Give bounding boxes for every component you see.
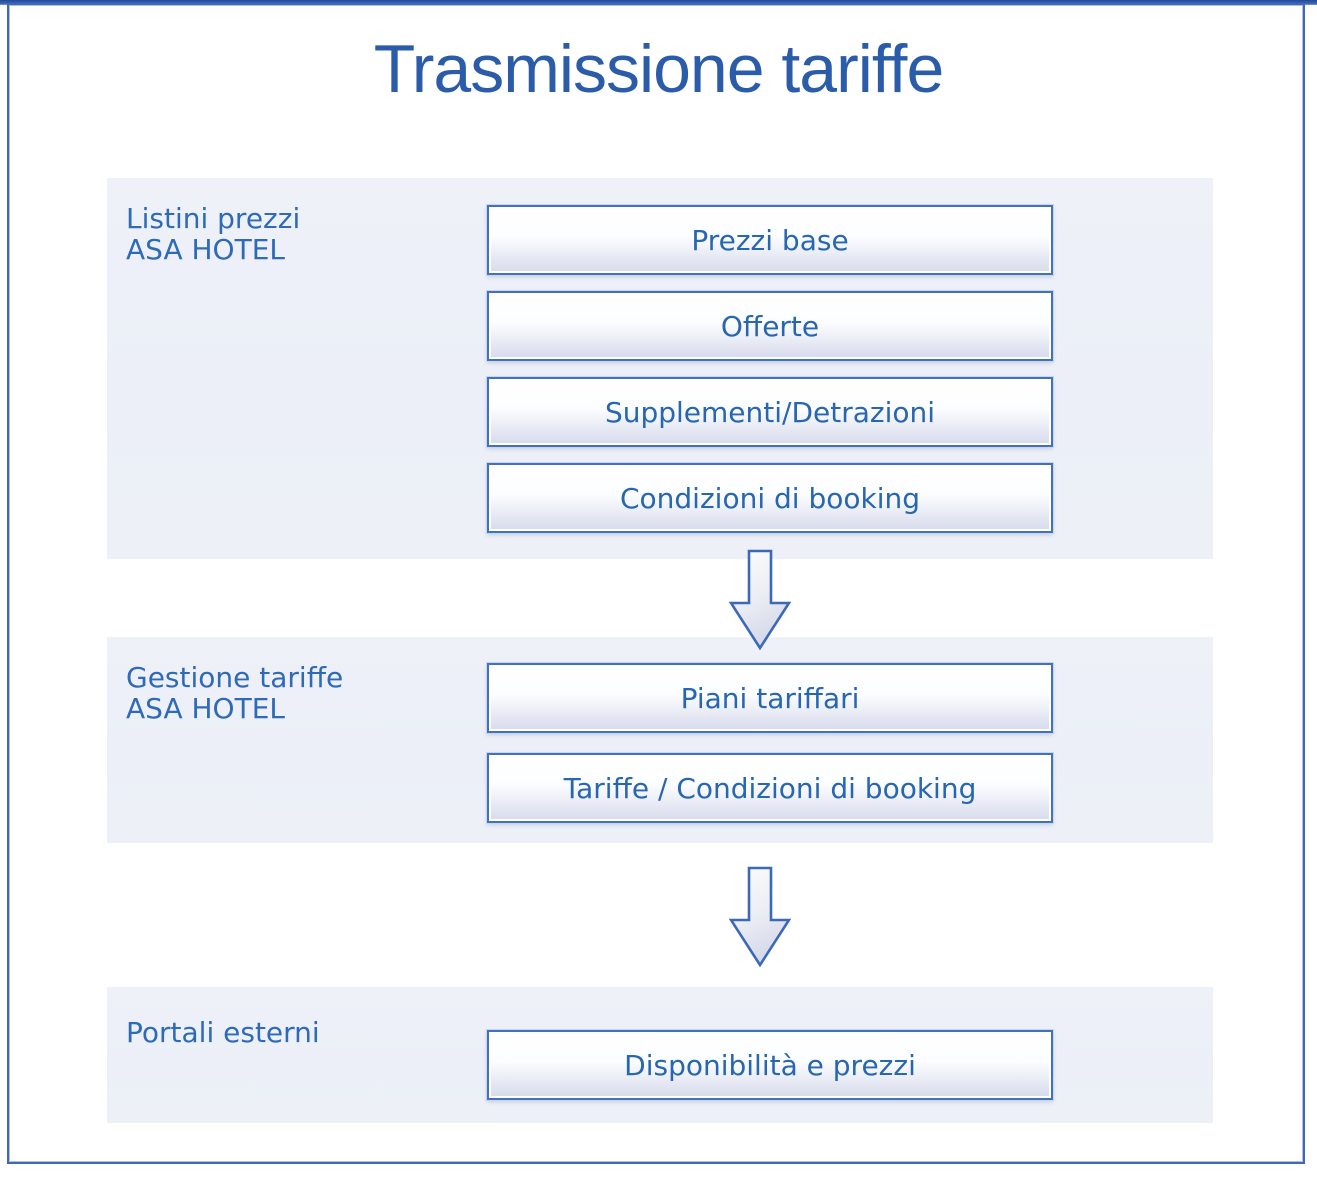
disponibilita-e-prezzi-button[interactable]: Disponibilità e prezzi	[487, 1030, 1053, 1100]
down-arrow-icon	[729, 549, 791, 651]
tariffe-condizioni-booking-button[interactable]: Tariffe / Condizioni di booking	[487, 753, 1053, 823]
page-frame	[7, 3, 1305, 1164]
page-title: Trasmissione tariffe	[373, 31, 945, 107]
down-arrow-icon	[729, 866, 791, 968]
supplementi-detrazioni-button[interactable]: Supplementi/Detrazioni	[487, 377, 1053, 447]
offerte-button[interactable]: Offerte	[487, 291, 1053, 361]
section-portali-esterni: Portali esterni Disponibilità e prezzi	[107, 987, 1213, 1123]
section-listini-prezzi: Listini prezzi ASA HOTEL Prezzi base Off…	[107, 178, 1213, 559]
prezzi-base-button[interactable]: Prezzi base	[487, 205, 1053, 275]
condizioni-di-booking-button[interactable]: Condizioni di booking	[487, 463, 1053, 533]
top-border-strip	[0, 0, 1317, 5]
section-label: Portali esterni	[126, 1016, 320, 1049]
section-label: Gestione tariffe ASA HOTEL	[126, 661, 344, 725]
section-label: Listini prezzi ASA HOTEL	[126, 202, 301, 266]
piani-tariffari-button[interactable]: Piani tariffari	[487, 663, 1053, 733]
section-gestione-tariffe: Gestione tariffe ASA HOTEL Piani tariffa…	[107, 637, 1213, 843]
